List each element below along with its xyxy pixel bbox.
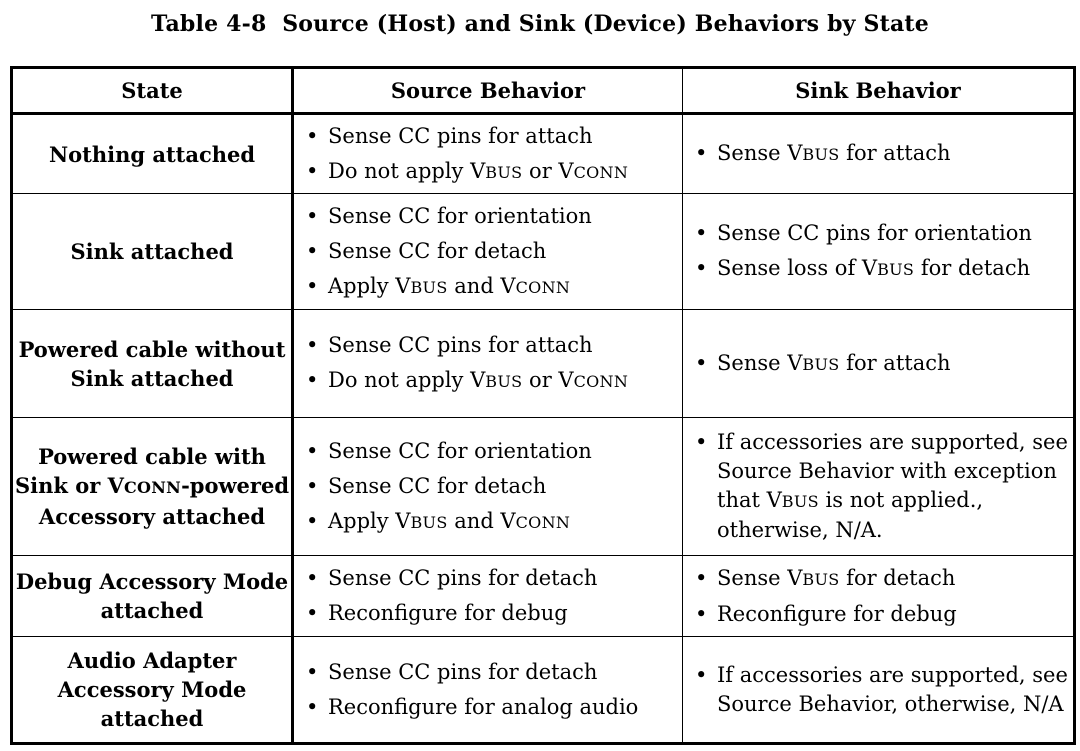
list-item: Sense CC for detach (306, 469, 682, 504)
source-cell: Sense CC pins for detach Reconfigure for… (292, 636, 683, 745)
list-item: Sense CC for orientation (306, 199, 682, 234)
table-row: Sink attached Sense CC for orientation S… (10, 193, 1076, 310)
list-item: Sense CC for detach (306, 234, 682, 269)
state-cell: Sink attached (10, 193, 294, 310)
list-item: Sense VBUS for detach (695, 561, 1073, 597)
state-cell: Powered cable without Sink attached (10, 309, 294, 418)
list-item: Sense VBUS for attach (695, 136, 1073, 172)
table-row: Debug Accessory Mode attached Sense CC p… (10, 555, 1076, 637)
state-cell: Nothing attached (10, 113, 294, 194)
state-cell: Debug Accessory Mode attached (10, 555, 294, 637)
list-item: Reconfigure for analog audio (306, 690, 682, 725)
list-item: Sense CC pins for orientation (695, 216, 1073, 251)
list-item: Sense CC pins for attach (306, 119, 682, 154)
list-item: Sense CC for orientation (306, 434, 682, 469)
list-item: If accessories are supported, see Source… (695, 428, 1073, 545)
source-cell: Sense CC pins for detach Reconfigure for… (292, 555, 683, 637)
list-item: Apply VBUS and VCONN (306, 269, 682, 305)
list-item: Sense CC pins for detach (306, 561, 682, 596)
table-row: Powered cable without Sink attached Sens… (10, 309, 1076, 418)
sink-cell: If accessories are supported, see Source… (682, 417, 1076, 556)
list-item: Sense loss of VBUS for detach (695, 251, 1073, 287)
header-source-behavior: Source Behavior (292, 66, 683, 115)
sink-cell: If accessories are supported, see Source… (682, 636, 1076, 745)
table-row: Nothing attached Sense CC pins for attac… (10, 113, 1076, 194)
sink-cell: Sense CC pins for orientation Sense loss… (682, 193, 1076, 310)
source-cell: Sense CC pins for attach Do not apply VB… (292, 309, 683, 418)
table-row: Powered cable with Sink or VCONN-powered… (10, 417, 1076, 556)
list-item: Do not apply VBUS or VCONN (306, 154, 682, 190)
behavior-table: State Source Behavior Sink Behavior Noth… (10, 66, 1076, 745)
source-cell: Sense CC for orientation Sense CC for de… (292, 193, 683, 310)
list-item: Sense CC pins for attach (306, 328, 682, 363)
state-cell: Audio Adapter Accessory Mode attached (10, 636, 294, 745)
header-row: State Source Behavior Sink Behavior (10, 66, 1076, 115)
list-item: Reconfigure for debug (695, 597, 1073, 632)
list-item: Reconfigure for debug (306, 596, 682, 631)
list-item: Sense CC pins for detach (306, 655, 682, 690)
sink-cell: Sense VBUS for detach Reconfigure for de… (682, 555, 1076, 637)
state-cell: Powered cable with Sink or VCONN-powered… (10, 417, 294, 556)
list-item: If accessories are supported, see Source… (695, 661, 1073, 719)
table-row: Audio Adapter Accessory Mode attached Se… (10, 636, 1076, 745)
sink-cell: Sense VBUS for attach (682, 309, 1076, 418)
source-cell: Sense CC pins for attach Do not apply VB… (292, 113, 683, 194)
header-state: State (10, 66, 294, 115)
list-item: Do not apply VBUS or VCONN (306, 363, 682, 399)
table-caption: Table 4-8 Source (Host) and Sink (Device… (151, 11, 929, 37)
list-item: Apply VBUS and VCONN (306, 504, 682, 540)
source-cell: Sense CC for orientation Sense CC for de… (292, 417, 683, 556)
header-sink-behavior: Sink Behavior (682, 66, 1076, 115)
list-item: Sense VBUS for attach (695, 346, 1073, 382)
sink-cell: Sense VBUS for attach (682, 113, 1076, 194)
